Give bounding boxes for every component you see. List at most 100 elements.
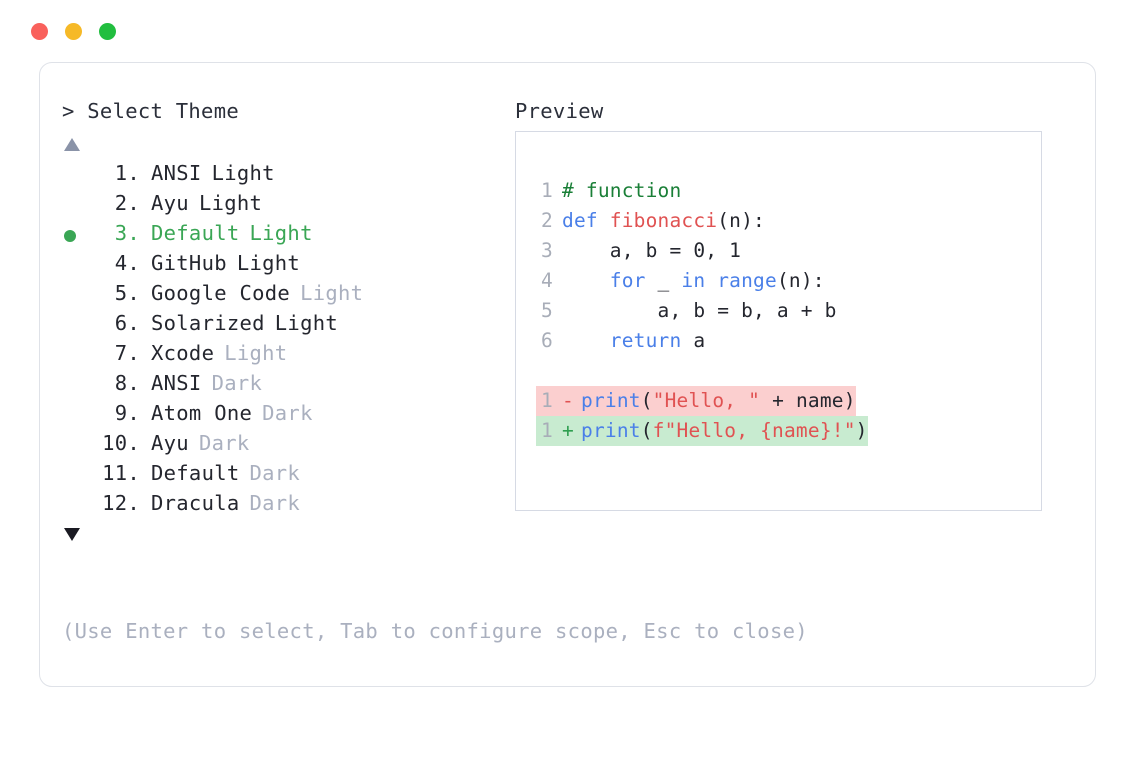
theme-list-item[interactable]: 8. ANSI Dark: [62, 371, 515, 401]
triangle-up-icon: [64, 137, 80, 151]
code-line: 4 for _ in range(n):: [536, 266, 1041, 296]
prompt-label: > Select Theme: [62, 99, 239, 123]
theme-variant: Light: [274, 311, 338, 335]
theme-variant: Dark: [211, 371, 263, 395]
selection-bullet-cell: [62, 281, 92, 311]
code-token: ): [855, 419, 868, 442]
line-number: 1: [541, 389, 553, 412]
code-line-text: # function: [562, 176, 681, 206]
theme-name: ANSI: [151, 371, 202, 395]
code-line: 6 return a: [536, 326, 1041, 356]
code-token: (n):: [717, 209, 765, 232]
selection-bullet-cell: [62, 491, 92, 521]
theme-name: ANSI: [151, 161, 202, 185]
theme-index: 1.: [114, 161, 140, 185]
theme-name: Default: [151, 221, 240, 245]
selected-bullet-icon: [64, 230, 76, 242]
diff-line-text: print("Hello, " + name): [581, 386, 856, 416]
theme-variant: Light: [198, 191, 263, 215]
code-token: "Hello, ": [652, 389, 761, 412]
theme-variant: Light: [300, 281, 364, 305]
theme-list-item[interactable]: 7. Xcode Light: [62, 341, 515, 371]
theme-list-item[interactable]: 2. Ayu Light: [62, 191, 515, 221]
selection-bullet-cell: [62, 431, 92, 461]
code-line: 3 a, b = 0, 1: [536, 236, 1041, 266]
line-number: 2: [541, 209, 553, 232]
theme-index: 11.: [102, 461, 140, 485]
code-token: [562, 269, 610, 292]
maximize-button[interactable]: [99, 22, 116, 40]
code-token: a, b = b, a + b: [562, 299, 837, 322]
theme-index: 12.: [102, 491, 140, 515]
theme-name: Xcode: [151, 341, 215, 365]
selection-bullet-cell: [62, 401, 92, 431]
keyboard-hint: (Use Enter to select, Tab to configure s…: [62, 619, 808, 643]
theme-name: Solarized: [151, 311, 265, 335]
theme-index: 7.: [114, 341, 140, 365]
theme-index: 10.: [102, 431, 140, 455]
code-spacer: [516, 356, 1041, 386]
close-button[interactable]: [31, 22, 48, 40]
theme-list-item[interactable]: 12. Dracula Dark: [62, 491, 515, 521]
triangle-down-icon: [64, 527, 80, 541]
theme-index: 4.: [114, 251, 140, 275]
line-number: 6: [541, 329, 553, 352]
code-token: _: [645, 269, 682, 292]
theme-index: 3.: [114, 221, 140, 245]
theme-index: 2.: [114, 191, 140, 215]
code-line: 5 a, b = b, a + b: [536, 296, 1041, 326]
scroll-down-indicator[interactable]: [62, 521, 515, 547]
code-token: print: [581, 389, 641, 412]
code-token: return: [609, 329, 682, 352]
code-token: print: [581, 419, 641, 442]
selection-bullet-cell: [62, 371, 92, 401]
selection-bullet-cell: [62, 191, 92, 221]
code-line-text: a, b = 0, 1: [562, 236, 741, 266]
theme-variant: Light: [236, 251, 301, 275]
code-line-text: a, b = b, a + b: [562, 296, 837, 326]
theme-variant: Light: [224, 341, 288, 365]
line-number: 5: [541, 299, 553, 322]
theme-variant: Dark: [249, 491, 301, 515]
theme-index: 6.: [114, 311, 140, 335]
theme-variant: Light: [211, 161, 275, 185]
selection-bullet-cell: [62, 461, 92, 491]
line-number: 1: [541, 179, 553, 202]
theme-name: GitHub: [151, 251, 227, 275]
diff-sample: 1-print("Hello, " + name)1+print(f"Hello…: [516, 386, 1041, 446]
theme-name: Ayu: [151, 191, 189, 215]
selection-bullet-cell: [62, 341, 92, 371]
code-token: [562, 329, 610, 352]
theme-variant: Dark: [262, 401, 313, 425]
scroll-up-indicator[interactable]: [62, 131, 515, 157]
theme-list-item[interactable]: 1. ANSI Light: [62, 161, 515, 191]
diff-removed-line: 1-print("Hello, " + name): [536, 386, 856, 416]
code-token: (: [640, 389, 653, 412]
theme-name: Dracula: [151, 491, 240, 515]
code-token: # function: [562, 179, 682, 202]
code-line-text: for _ in range(n):: [562, 266, 825, 296]
theme-variant: Dark: [249, 461, 301, 485]
theme-index: 5.: [114, 281, 140, 305]
code-token: in range: [681, 269, 777, 292]
minimize-button[interactable]: [65, 22, 82, 40]
selection-bullet-cell: [62, 161, 92, 191]
diff-added-line: 1+print(f"Hello, {name}!"): [536, 416, 868, 446]
theme-index: 8.: [114, 371, 140, 395]
theme-list-item[interactable]: 4. GitHub Light: [62, 251, 515, 281]
code-token: for: [609, 269, 646, 292]
theme-list-item[interactable]: 6. Solarized Light: [62, 311, 515, 341]
line-number: 4: [541, 269, 553, 292]
